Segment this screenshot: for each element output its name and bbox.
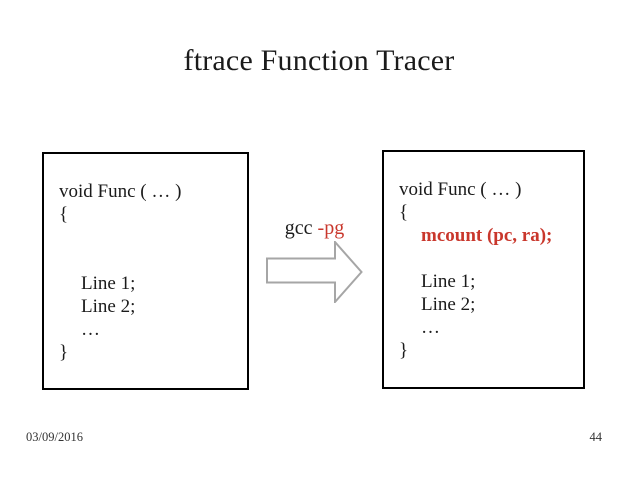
slide-title: ftrace Function Tracer	[183, 44, 455, 77]
code-line: …	[421, 317, 440, 338]
footer-page-number: 44	[589, 430, 603, 444]
code-line: Line 2;	[81, 296, 136, 317]
right-arrow-icon	[266, 241, 363, 303]
compiler-command-label: gcc -pg	[266, 217, 363, 239]
code-line: }	[399, 340, 409, 361]
code-line: {	[59, 204, 69, 225]
code-line: {	[399, 202, 409, 223]
compiler-flag: -pg	[317, 217, 345, 239]
code-line-mcount-highlight: mcount (pc, ra);	[421, 225, 553, 246]
code-line	[59, 226, 241, 249]
code-line: …	[81, 319, 100, 340]
code-line: Line 2;	[421, 294, 476, 315]
code-line	[59, 249, 241, 272]
result-code-box: void Func ( … ) { mcount (pc, ra); Line …	[382, 150, 585, 389]
code-line: void Func ( … )	[59, 181, 182, 202]
source-code-box: void Func ( … ) { Line 1; Line 2; … }	[42, 152, 249, 390]
code-line: void Func ( … )	[399, 179, 522, 200]
compiler-name: gcc	[284, 217, 313, 239]
code-line	[399, 247, 577, 270]
code-line: Line 1;	[81, 273, 136, 294]
code-line: }	[59, 342, 69, 363]
code-line: Line 1;	[421, 271, 476, 292]
footer-date: 03/09/2016	[26, 430, 83, 444]
transform-step: gcc -pg	[266, 217, 363, 303]
